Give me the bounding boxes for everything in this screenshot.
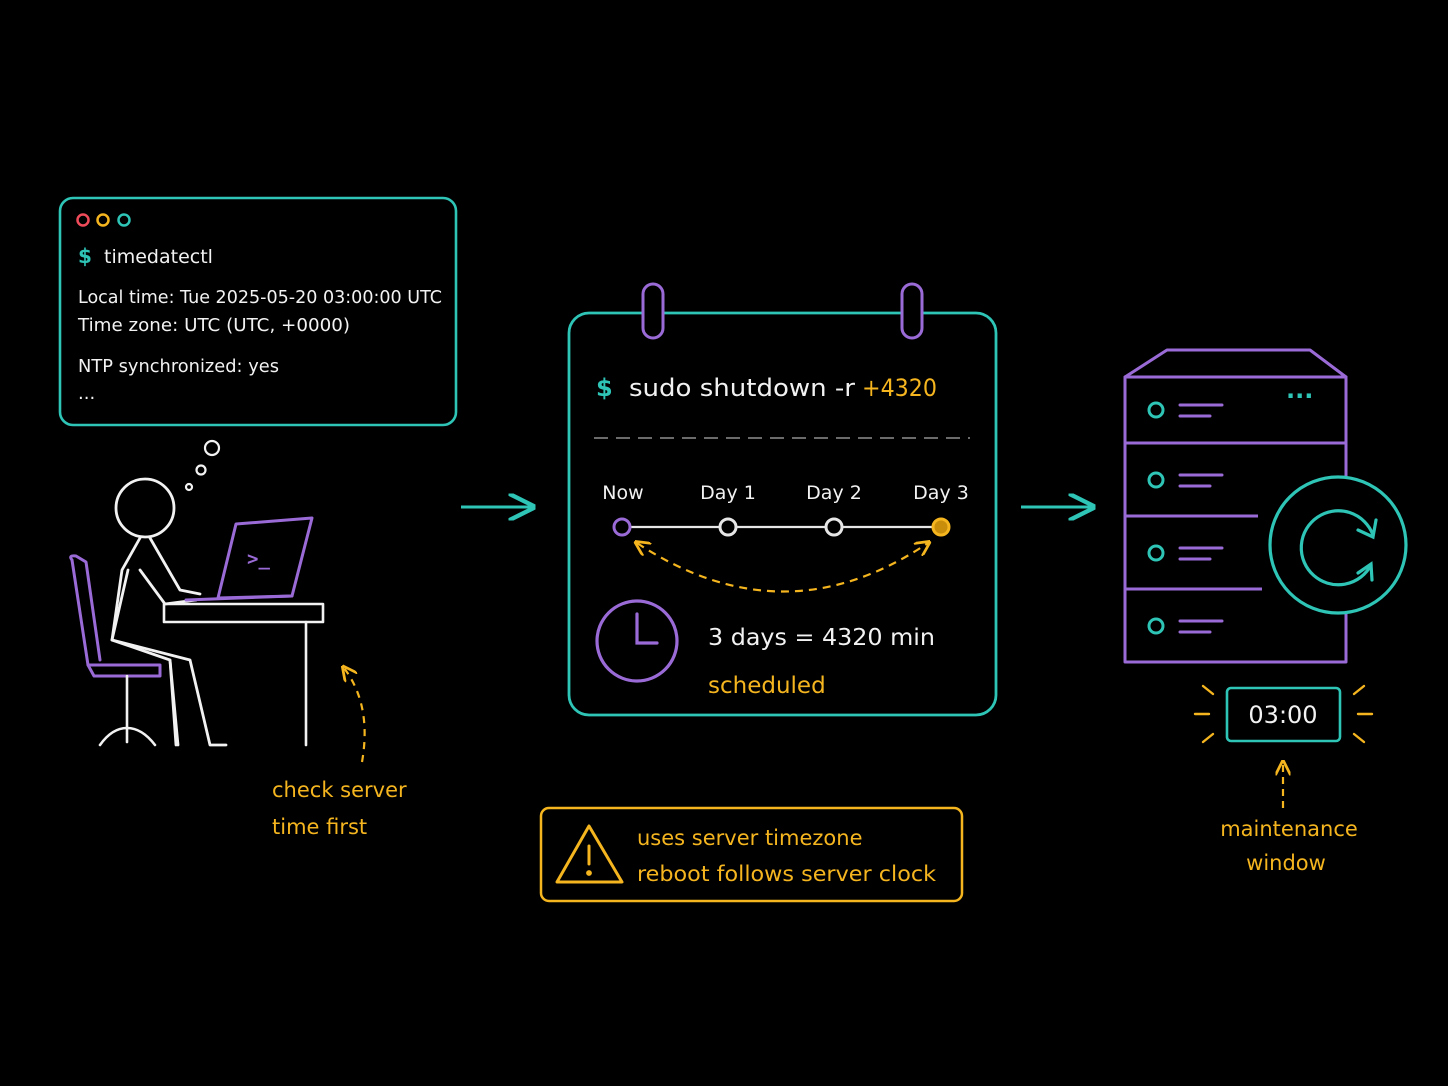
chair-icon <box>69 554 162 678</box>
desk <box>162 602 325 747</box>
clock-glow-rays <box>1193 684 1374 744</box>
note-check-time-line1: check server <box>272 778 407 802</box>
window-minimize-dot <box>96 213 110 227</box>
server-status-dots: ... <box>1286 376 1313 404</box>
maintenance-note-line1: maintenance <box>1220 817 1358 841</box>
person-at-laptop-illustration: >_ <box>69 477 325 747</box>
terminal-command: timedatectl <box>104 246 213 268</box>
window-close-dot <box>76 213 90 227</box>
timeline-node-day-1 <box>718 517 738 537</box>
warning-icon <box>555 824 624 884</box>
server-unit-indicators <box>1147 401 1224 635</box>
timeline-node-now <box>612 517 632 537</box>
duration-equation: 3 days = 4320 min <box>708 625 935 651</box>
calendar-prompt: $ <box>596 374 613 402</box>
note-dashed-arrow <box>344 668 366 763</box>
calendar-card: $ sudo shutdown -r +4320 Now Day 1 Day 2… <box>567 282 998 717</box>
reboot-icon <box>1268 475 1408 615</box>
terminal-prompt: $ <box>78 244 92 268</box>
maintenance-clock: 03:00 <box>1193 684 1374 744</box>
calendar-ring-left <box>641 282 665 340</box>
laptop-terminal-glyph: >_ <box>247 548 270 570</box>
terminal-window: $ timedatectl Local time: Tue 2025-05-20… <box>58 196 458 427</box>
warning-line1: uses server timezone <box>637 826 862 850</box>
terminal-local-time: Local time: Tue 2025-05-20 03:00:00 UTC <box>78 287 442 308</box>
terminal-ellipsis: ... <box>78 383 95 404</box>
warning-line2: reboot follows server clock <box>637 862 937 886</box>
note-check-time-line2: time first <box>272 815 367 839</box>
server-rack-icon <box>1123 348 1348 664</box>
timeline-node-day-2 <box>824 517 844 537</box>
window-maximize-dot <box>117 213 131 227</box>
clock-icon <box>595 599 679 683</box>
calendar-command: sudo shutdown -r <box>629 374 855 402</box>
thought-bubbles <box>184 439 221 492</box>
timeline-label-day-3: Day 3 <box>913 482 969 504</box>
person-figure <box>110 477 228 747</box>
schedule-status: scheduled <box>708 673 826 699</box>
timeline-span-arrow <box>637 543 928 593</box>
terminal-time-zone: Time zone: UTC (UTC, +0000) <box>77 315 350 336</box>
timeline-label-day-1: Day 1 <box>700 482 756 504</box>
maintenance-note-line2: window <box>1246 851 1326 875</box>
timeline-label-now: Now <box>602 482 643 504</box>
timeline-node-day-3 <box>931 517 951 537</box>
calendar-command-argument: +4320 <box>862 374 937 402</box>
maintenance-clock-time: 03:00 <box>1248 701 1317 729</box>
timeline-label-day-2: Day 2 <box>806 482 862 504</box>
warning-callout: uses server timezone reboot follows serv… <box>539 806 964 903</box>
terminal-ntp: NTP synchronized: yes <box>78 356 279 377</box>
laptop-icon <box>184 516 314 602</box>
calendar-ring-right <box>900 282 924 340</box>
